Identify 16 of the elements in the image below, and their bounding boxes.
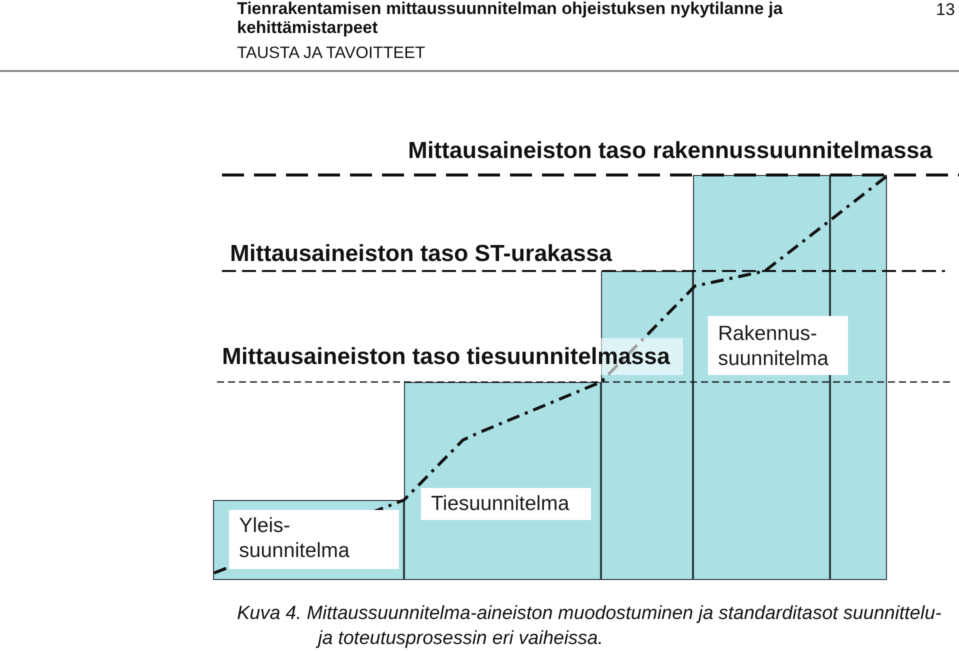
stage-name: Tiesuunnitelma	[431, 491, 570, 516]
header-title: Tienrakentamisen mittaussuunnitelman ohjeistuksen nykytilanne ja kehittämistarpeet	[237, 0, 784, 37]
step-bar	[213, 500, 404, 580]
page-number: 13	[936, 0, 955, 20]
step-bar	[404, 382, 601, 580]
section-title: TAUSTA JA TAVOITTEET	[237, 43, 426, 63]
level-label: Mittausaineiston taso rakennussuunnitelmassa	[408, 136, 932, 164]
stage-label-box	[708, 316, 848, 375]
stage-name: Rakennus- suunnitelma	[718, 321, 830, 371]
stage-name: Yleis- suunnitelma	[239, 513, 351, 563]
stage-label-box	[229, 510, 399, 569]
level-label: Mittausaineiston taso tiesuunnitelmassa	[222, 338, 683, 375]
stage-label-box	[421, 488, 591, 520]
step-bar	[830, 175, 887, 580]
figure-caption: Kuva 4. Mittaussuunnitelma-aineiston muodostuminen ja standarditasot suunnittelu- ja toteutusprosessin eri vaiheissa.	[237, 602, 942, 651]
level-label: Mittausaineiston taso ST-urakassa	[230, 239, 612, 267]
